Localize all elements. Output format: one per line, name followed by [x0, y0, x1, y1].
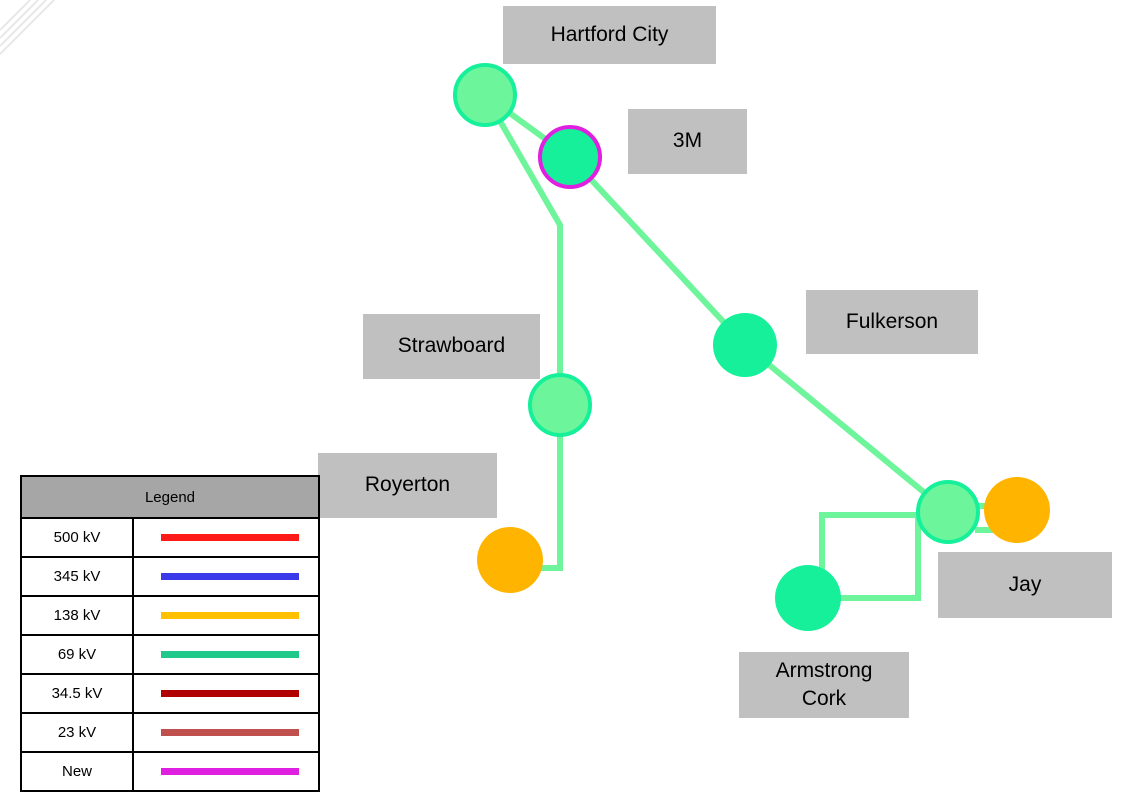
legend-swatch-cell: [132, 517, 320, 558]
legend-row: 23 kV: [20, 712, 320, 753]
legend-swatch-cell: [132, 556, 320, 597]
legend-row: 34.5 kV: [20, 673, 320, 714]
label-3m: 3M: [628, 109, 747, 174]
legend-row: 69 kV: [20, 634, 320, 675]
legend-color-swatch: [161, 573, 299, 580]
corner-decoration: [0, 0, 55, 55]
line-hartford-city-strawboard: [482, 93, 563, 405]
line-jay-armstrong-cork-return: [840, 515, 921, 601]
node-armstrong-cork[interactable]: [775, 565, 841, 631]
legend-row: 345 kV: [20, 556, 320, 597]
label-armstrong-cork: Armstrong Cork: [739, 652, 909, 718]
label-fulkerson: Fulkerson: [806, 290, 978, 354]
label-hartford-city: Hartford City: [503, 6, 716, 64]
legend-color-swatch: [161, 534, 299, 541]
legend-voltage-label: 23 kV: [20, 712, 134, 753]
legend-voltage-label: New: [20, 751, 134, 792]
legend-swatch-cell: [132, 751, 320, 792]
legend-swatch-cell: [132, 712, 320, 753]
label-jay: Jay: [938, 552, 1112, 618]
label-royerton: Royerton: [318, 453, 497, 518]
legend-row: New: [20, 751, 320, 792]
line-3m-fulkerson: [567, 154, 748, 348]
node-strawboard[interactable]: [528, 373, 592, 437]
node-royerton[interactable]: [477, 527, 543, 593]
legend-voltage-label: 138 kV: [20, 595, 134, 636]
legend-color-swatch: [161, 768, 299, 775]
legend-voltage-label: 345 kV: [20, 556, 134, 597]
node-jay-138[interactable]: [984, 477, 1050, 543]
node-jay[interactable]: [916, 480, 980, 544]
node-fulkerson[interactable]: [713, 313, 777, 377]
legend-swatch-cell: [132, 595, 320, 636]
legend-row: 500 kV: [20, 517, 320, 558]
legend-swatch-cell: [132, 634, 320, 675]
legend-row: 138 kV: [20, 595, 320, 636]
legend-swatch-cell: [132, 673, 320, 714]
label-strawboard: Strawboard: [363, 314, 540, 379]
legend-title: Legend: [20, 475, 320, 519]
node-hartford-city[interactable]: [453, 63, 517, 127]
line-jay-armstrong-cork: [819, 512, 918, 580]
legend-color-swatch: [161, 729, 299, 736]
line-fulkerson-jay: [743, 342, 950, 515]
legend-color-swatch: [161, 651, 299, 658]
legend-voltage-label: 500 kV: [20, 517, 134, 558]
legend-color-swatch: [161, 612, 299, 619]
legend-voltage-label: 69 kV: [20, 634, 134, 675]
substation-nodes: [453, 63, 1050, 631]
legend-voltage-label: 34.5 kV: [20, 673, 134, 714]
legend-color-swatch: [161, 690, 299, 697]
node-3m[interactable]: [538, 125, 602, 189]
